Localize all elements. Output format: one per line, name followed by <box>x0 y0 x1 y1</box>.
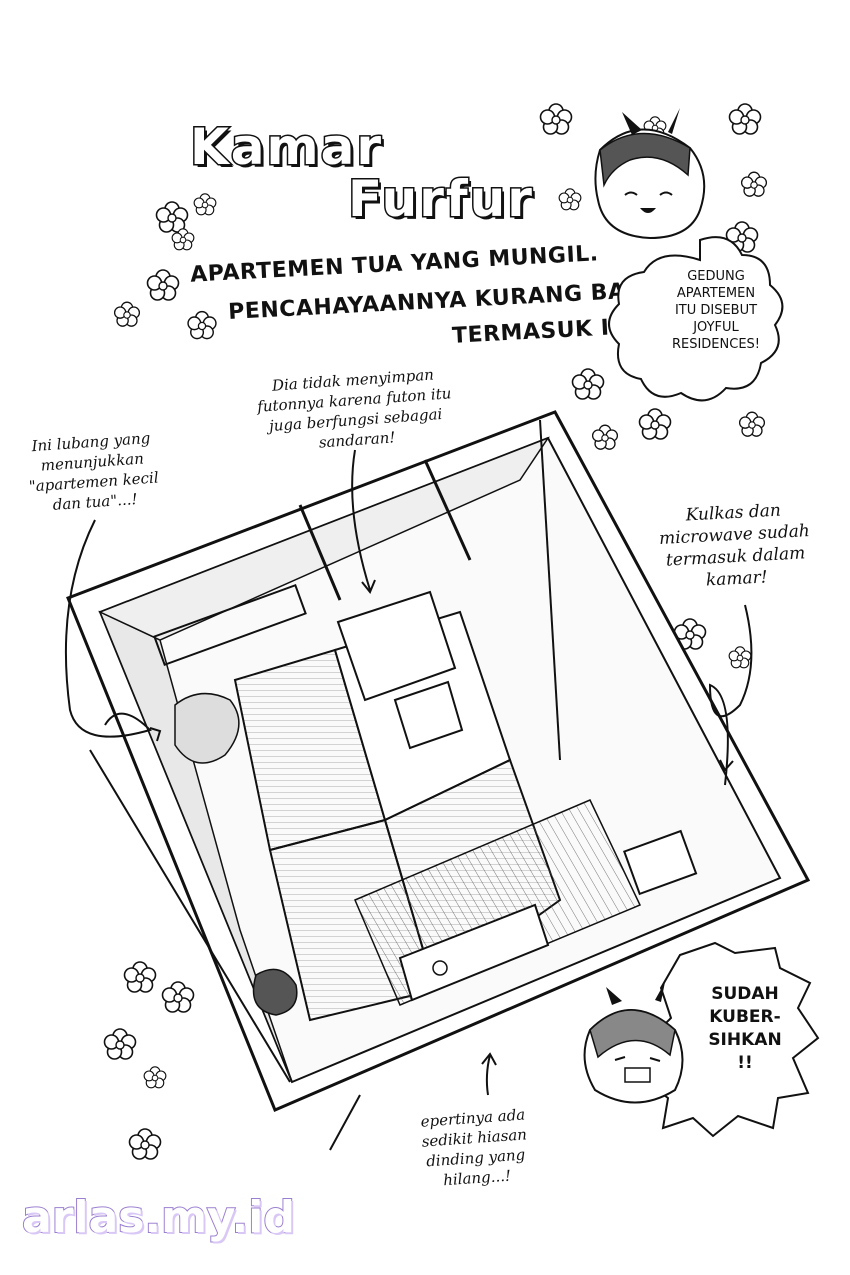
flower-icon <box>728 646 752 669</box>
apartment-room-illustration <box>66 410 811 1151</box>
note-wall-decoration: epertinya ada sedikit hiasan dinding yan… <box>420 1105 528 1190</box>
flower-icon <box>571 368 605 400</box>
flower-icon <box>103 1028 137 1060</box>
watermark-logo: arlas.my.id <box>21 1191 296 1244</box>
flower-icon <box>143 1066 167 1089</box>
chibi-demon-girl-icon <box>594 108 706 240</box>
chibi-embarrassed-girl-icon <box>583 982 684 1104</box>
flower-icon <box>128 1128 162 1160</box>
flower-icon <box>113 301 141 327</box>
flower-icon <box>740 171 768 197</box>
title-furfur: Furfur <box>347 169 534 230</box>
note-hole: Ini lubang yang menunjukkan "apartemen k… <box>28 428 160 514</box>
flower-icon <box>155 201 189 233</box>
flower-icon <box>123 961 157 993</box>
speech-bubble-shape <box>608 236 784 402</box>
note-futon: Dia tidak menyimpan futonnya karena futo… <box>256 365 452 452</box>
flower-icon <box>193 193 217 216</box>
speech-bubble-text: GEDUNG APARTEMEN ITU DISEBUT JOYFUL RESI… <box>671 269 761 352</box>
shout-bubble-text: SUDAH KUBER- SIHKAN !! <box>708 984 782 1073</box>
flower-icon <box>638 408 672 440</box>
flower-icon <box>738 411 766 437</box>
flower-icon <box>161 981 195 1013</box>
flower-icon <box>539 103 573 135</box>
note-fridge: Kulkas dan microwave sudah termasuk dala… <box>658 500 811 591</box>
flower-icon <box>558 188 582 211</box>
arrow-icon <box>64 449 753 1096</box>
flower-icon <box>728 103 762 135</box>
flower-icon <box>187 310 217 340</box>
flower-icon <box>146 269 180 301</box>
title-kamar: Kamar <box>189 117 383 178</box>
flower-icon <box>591 424 619 450</box>
